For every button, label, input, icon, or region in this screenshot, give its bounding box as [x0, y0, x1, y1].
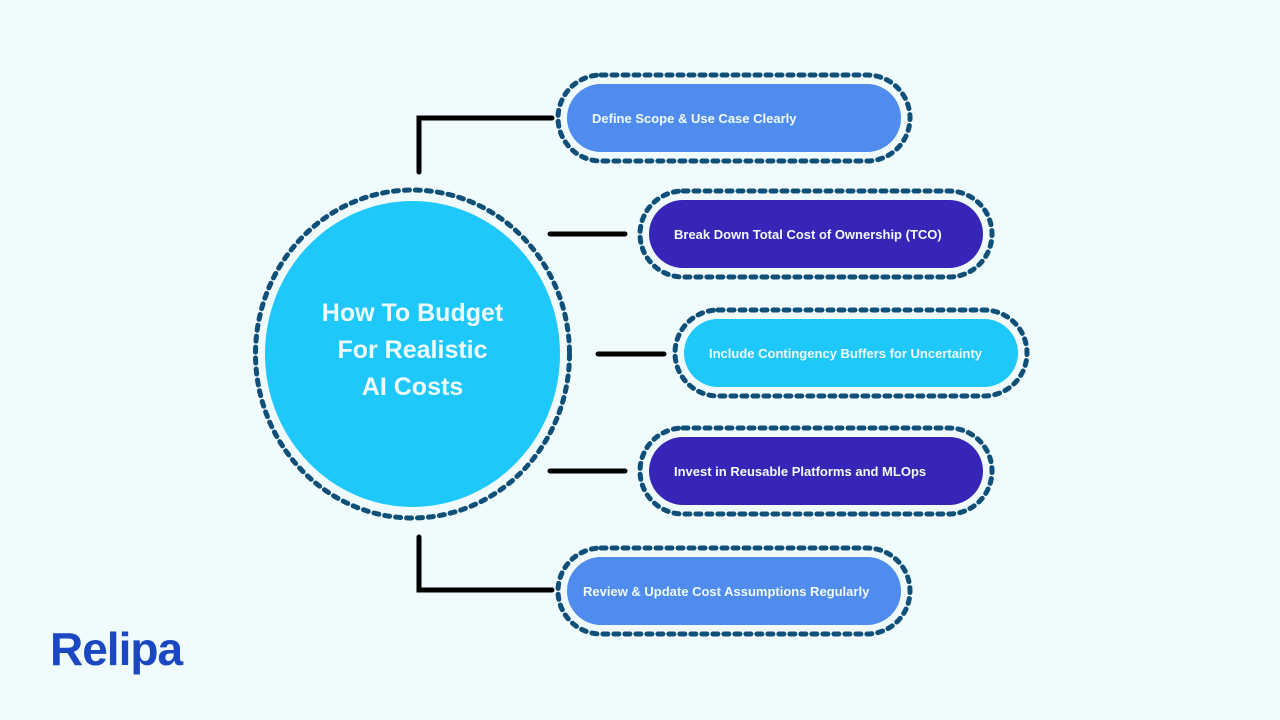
- hub-dotted-ring: [253, 187, 572, 521]
- node-label: Invest in Reusable Platforms and MLOps: [674, 463, 927, 479]
- node-pill: Define Scope & Use Case Clearly: [567, 84, 901, 152]
- node-dotted-border: [672, 307, 1030, 399]
- node-label: Include Contingency Buffers for Uncertai…: [709, 345, 983, 361]
- central-hub: How To Budget For Realistic AI Costs: [250, 185, 575, 523]
- node-pill: Break Down Total Cost of Ownership (TCO): [649, 200, 983, 268]
- node-label: Review & Update Cost Assumptions Regular…: [583, 583, 870, 599]
- node-label: Break Down Total Cost of Ownership (TCO): [674, 226, 942, 242]
- node-label: Define Scope & Use Case Clearly: [592, 110, 797, 126]
- node-pill: Invest in Reusable Platforms and MLOps: [649, 437, 983, 505]
- node-dotted-border: [637, 425, 995, 517]
- connector-1: [416, 115, 555, 175]
- node-dotted-border: [555, 72, 913, 164]
- connector-5: [416, 534, 555, 593]
- node-pill: Review & Update Cost Assumptions Regular…: [567, 557, 901, 625]
- node-pill: Include Contingency Buffers for Uncertai…: [684, 319, 1018, 387]
- node-break-down-tco: Break Down Total Cost of Ownership (TCO): [637, 188, 995, 280]
- node-define-scope: Define Scope & Use Case Clearly: [555, 72, 913, 164]
- node-dotted-border: [637, 188, 995, 280]
- node-review-update: Review & Update Cost Assumptions Regular…: [555, 545, 913, 637]
- node-contingency-buffers: Include Contingency Buffers for Uncertai…: [672, 307, 1030, 399]
- hub-circle: [265, 201, 560, 507]
- hub-title: How To Budget For Realistic AI Costs: [321, 299, 504, 401]
- relipa-logo: Relipa: [50, 623, 183, 675]
- node-reusable-platforms: Invest in Reusable Platforms and MLOps: [637, 425, 995, 517]
- node-dotted-border: [555, 545, 913, 637]
